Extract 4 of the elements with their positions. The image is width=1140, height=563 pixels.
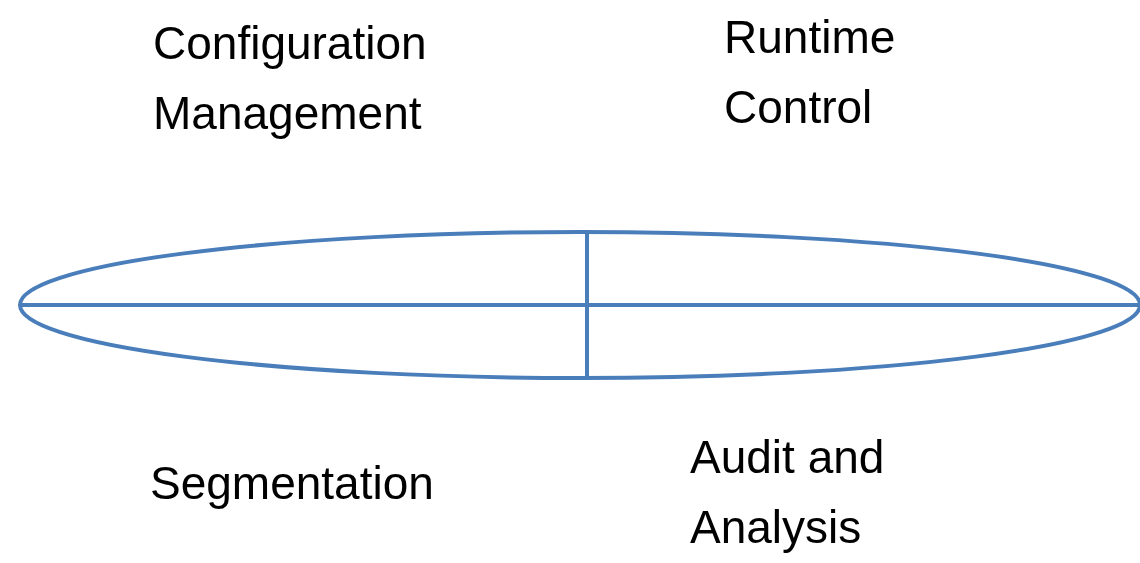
quadrant-label: Segmentation (150, 456, 435, 511)
quadrant-label: Configuration Management (153, 16, 428, 141)
quadrant-label: Runtime Control (724, 10, 897, 135)
quadrant-label: Audit and Analysis (690, 430, 886, 555)
